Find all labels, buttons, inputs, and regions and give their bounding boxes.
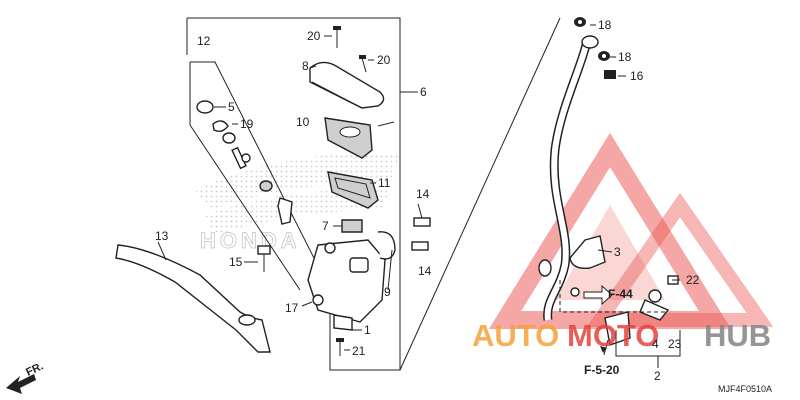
oil-bolt [604, 70, 616, 79]
piston-parts [196, 100, 293, 225]
sealing-washer-upper [574, 17, 586, 27]
callout-14-upper: 14 [416, 187, 430, 201]
callout-6: 6 [420, 85, 427, 99]
front-direction-arrow: FR. [6, 360, 45, 394]
callout-2: 2 [654, 369, 661, 383]
cap-screw-right [359, 55, 367, 73]
leader-hose [399, 17, 561, 371]
front-arrow-label: FR. [24, 360, 45, 378]
hose-clamp [569, 235, 606, 269]
switch-screw [336, 338, 344, 356]
lever-pivot-bolt [257, 245, 271, 272]
callout-1: 1 [364, 323, 371, 337]
callout-labels: 12 20 20 8 6 5 19 10 11 14 7 13 14 15 9 … [155, 18, 700, 383]
master-cylinder-body [307, 231, 396, 331]
callout-19: 19 [240, 117, 254, 131]
callout-3: 3 [614, 245, 621, 259]
callout-14-lower: 14 [418, 264, 432, 278]
callout-8: 8 [302, 59, 309, 73]
cap-screw-top [333, 26, 341, 48]
watermark-auto: AUTO [472, 318, 559, 353]
reference-f520-label: F-5-20 [584, 363, 620, 377]
callout-15: 15 [229, 255, 243, 269]
diagram-code: MJF4F0510A [718, 384, 772, 394]
callout-20-top: 20 [307, 29, 321, 43]
callout-18-upper: 18 [598, 18, 612, 32]
brake-hose [538, 35, 599, 321]
callout-18-lower: 18 [618, 50, 632, 64]
brake-lever [115, 244, 271, 353]
watermark-brand: AUTO MOTO HUB [472, 318, 771, 353]
reservoir-cap [309, 61, 385, 109]
callout-7: 7 [322, 219, 329, 233]
callout-12: 12 [197, 34, 211, 48]
watermark-hub: HUB [704, 318, 771, 353]
callout-23: 23 [668, 337, 682, 351]
callout-22: 22 [686, 273, 700, 287]
diaphragm-plate [324, 117, 373, 159]
callout-4: 4 [652, 337, 659, 351]
diaphragm [327, 171, 379, 209]
reference-f44-label: F-44 [608, 287, 633, 301]
callout-10: 10 [296, 115, 310, 129]
reference-f44[interactable]: F-44 [559, 280, 668, 313]
holder-bolt-upper [413, 203, 431, 227]
callout-13: 13 [155, 229, 169, 243]
watermark-moto: MOTO [567, 318, 659, 353]
callout-21: 21 [352, 344, 366, 358]
callout-20-right: 20 [377, 53, 391, 67]
callout-9: 9 [384, 285, 391, 299]
background-wing-logo: HONDA [195, 153, 400, 254]
callout-17: 17 [285, 301, 299, 315]
sealing-washer-lower [598, 51, 610, 61]
callout-16: 16 [630, 69, 644, 83]
holder-bolt-lower [411, 241, 429, 251]
reference-f520[interactable]: F-5-20 [584, 339, 620, 377]
leader-lines [157, 24, 681, 368]
callout-11: 11 [378, 176, 391, 190]
background-logo-text: HONDA [200, 228, 301, 253]
brake-switch [341, 219, 363, 233]
callout-5: 5 [228, 100, 235, 114]
